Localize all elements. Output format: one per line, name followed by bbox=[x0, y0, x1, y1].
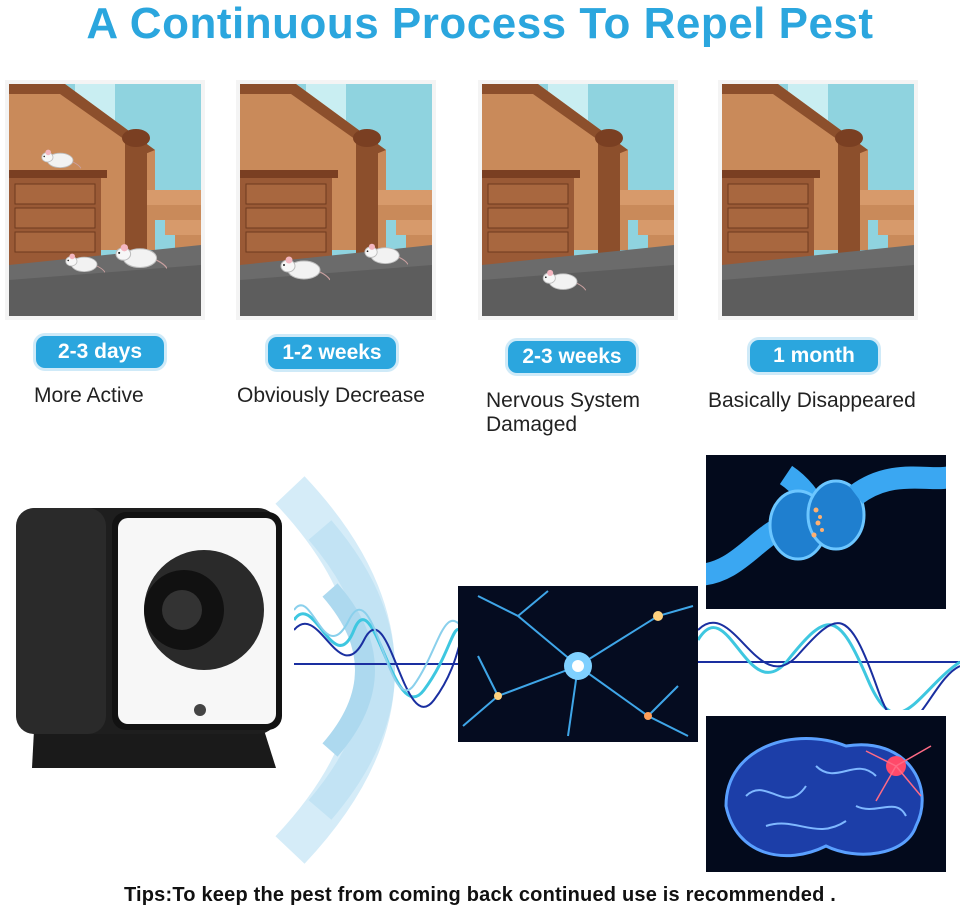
synapse-image bbox=[706, 455, 946, 609]
ultrasonic-wave bbox=[294, 604, 464, 708]
stage-caption: Nervous System Damaged bbox=[486, 389, 641, 436]
neuron-image bbox=[458, 586, 698, 742]
stairs-illustration bbox=[5, 80, 205, 320]
ultrasonic-repeller-device bbox=[16, 508, 282, 768]
stage-caption: More Active bbox=[34, 384, 144, 407]
tips-text: Tips:To keep the pest from coming back c… bbox=[123, 884, 837, 906]
stage-caption: Basically Disappeared bbox=[708, 389, 916, 412]
page-title: A Continuous Process To Repel Pest bbox=[86, 0, 874, 48]
stage-badge: 1 month bbox=[750, 340, 878, 372]
stairs-illustration bbox=[236, 80, 436, 320]
stairs-illustration bbox=[478, 80, 678, 320]
stage-badge: 2-3 days bbox=[36, 336, 164, 368]
ultrasonic-wave bbox=[698, 621, 960, 710]
brain-image bbox=[706, 716, 946, 872]
stage-badge: 2-3 weeks bbox=[508, 341, 636, 373]
stairs-illustration bbox=[718, 80, 918, 320]
sound-wave-arcs bbox=[275, 476, 395, 864]
stage-badge: 1-2 weeks bbox=[268, 337, 396, 369]
stage-caption: Obviously Decrease bbox=[237, 384, 425, 407]
